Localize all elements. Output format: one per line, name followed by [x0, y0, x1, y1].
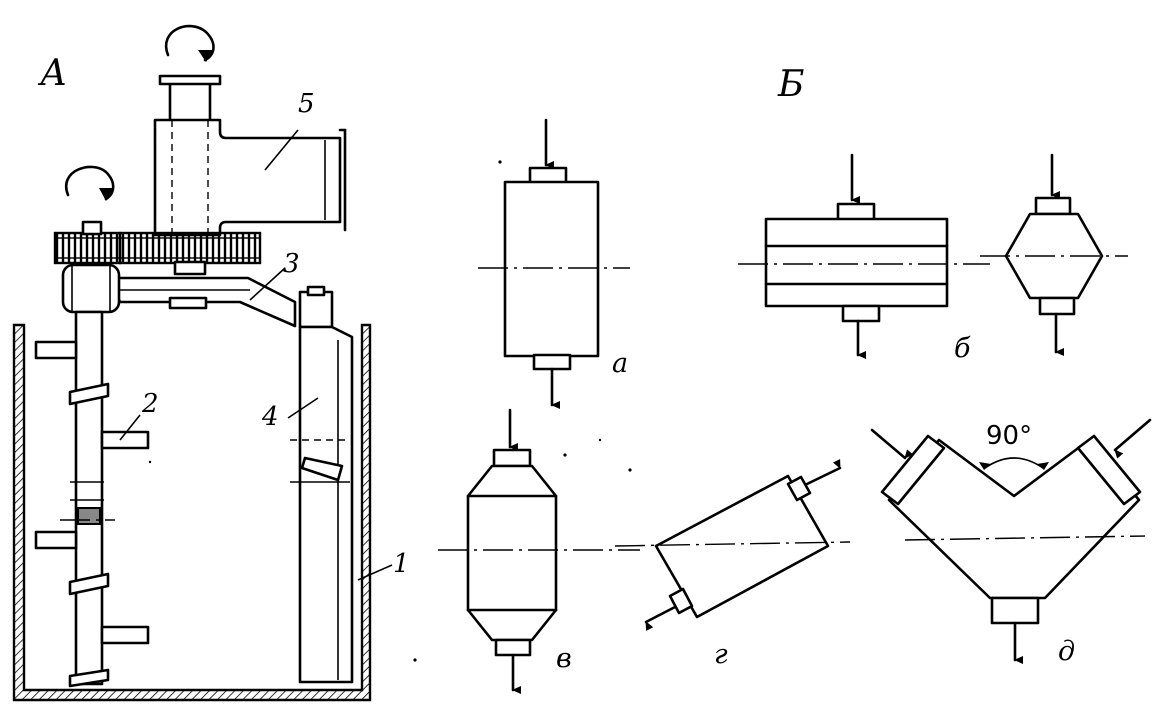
part-2-label: 2 — [141, 389, 159, 419]
rotation-arrow-gear — [64, 165, 115, 201]
drum-biconical — [438, 408, 640, 694]
part-1-label: 1 — [393, 549, 410, 579]
planetary-shaft — [34, 310, 150, 688]
variant-v-label: в — [556, 643, 572, 674]
vessel — [12, 323, 372, 702]
variant-a-label: а — [612, 348, 628, 379]
section-a-label: А — [37, 53, 67, 94]
print-specks — [148, 160, 632, 662]
part-4-label: 4 — [261, 402, 279, 432]
drum-cylindrical — [478, 118, 630, 409]
drum-horizontal — [738, 153, 990, 359]
part-5-label: 5 — [298, 89, 315, 119]
mixer-assembly — [12, 24, 393, 702]
drum-v-shaped — [870, 418, 1152, 664]
drive-housing — [153, 118, 347, 237]
scraper — [290, 285, 354, 684]
leader-lines — [119, 129, 393, 581]
section-b-label: Б — [777, 64, 804, 105]
drum-hexagonal — [980, 153, 1128, 356]
part-3-label: 3 — [283, 249, 300, 279]
main-shaft — [158, 74, 222, 127]
carrier-arm — [106, 260, 297, 328]
variant-g-label: г — [714, 639, 728, 670]
drum-inclined — [614, 459, 851, 631]
planet-hub — [61, 263, 121, 314]
gear-train — [53, 220, 262, 265]
rotation-arrow-main — [164, 24, 215, 62]
variant-d-label: д — [1058, 636, 1075, 667]
variant-b-label: б — [954, 333, 971, 364]
angle-label: 90° — [986, 421, 1032, 451]
